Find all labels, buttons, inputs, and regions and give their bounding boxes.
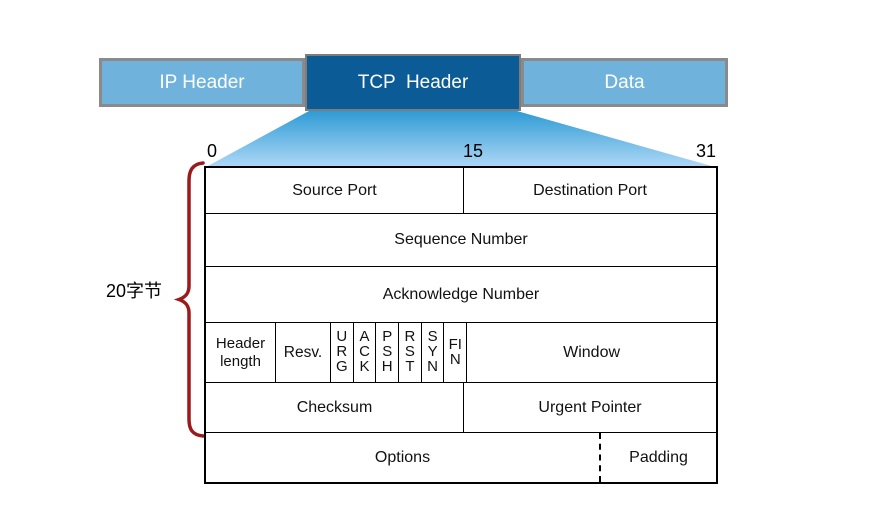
flag-ack-label: ACK [359,328,370,375]
bit-scale-0: 0 [207,141,218,161]
data-label: Data [604,71,645,93]
row-sequence: Sequence Number [206,213,716,266]
field-padding: Padding [599,433,716,482]
bit-scale-31: 31 [696,141,717,161]
field-source-port: Source Port [292,181,377,199]
byte-count-label: 20字节 [106,281,163,301]
tcp-header-box: TCP Header [305,54,521,111]
row-checksum: Checksum Urgent Pointer [206,382,716,432]
field-sequence-number: Sequence Number [394,231,528,248]
field-flag-fin: FIN [443,323,466,382]
ip-header-label: IP Header [159,71,245,93]
field-reserved: Resv. [275,323,330,382]
field-acknowledge-number: Acknowledge Number [382,285,540,303]
ip-header-box: IP Header [99,58,305,107]
field-checksum: Checksum [296,398,373,416]
flag-syn-label: SYN [427,328,439,375]
field-options: Options [374,448,431,466]
data-box: Data [521,58,728,107]
tcp-header-label: TCP Header [357,71,469,93]
bit-scale-15: 15 [463,141,484,161]
flag-rst-label: RST [404,328,416,375]
flag-fin-label: FIN [448,335,462,368]
field-urgent-pointer: Urgent Pointer [463,383,716,432]
row-options: Options Padding [206,432,716,482]
field-flag-syn: SYN [420,323,444,382]
flag-psh-label: PSH [381,328,393,375]
row-flags: Header length Resv. URG ACK PSH RST SYN … [206,322,716,382]
field-flag-urg: URG [330,323,353,382]
field-flag-psh: PSH [375,323,398,382]
field-flag-ack: ACK [352,323,376,382]
field-window: Window [466,323,716,382]
field-flag-rst: RST [398,323,421,382]
field-header-length: Header length [215,335,266,370]
field-destination-port: Destination Port [463,168,716,213]
row-ports: Source Port Destination Port [206,168,716,213]
flag-urg-label: URG [336,328,348,375]
tcp-header-table: Source Port Destination Port Sequence Nu… [204,166,718,484]
row-acknowledge: Acknowledge Number [206,266,716,322]
